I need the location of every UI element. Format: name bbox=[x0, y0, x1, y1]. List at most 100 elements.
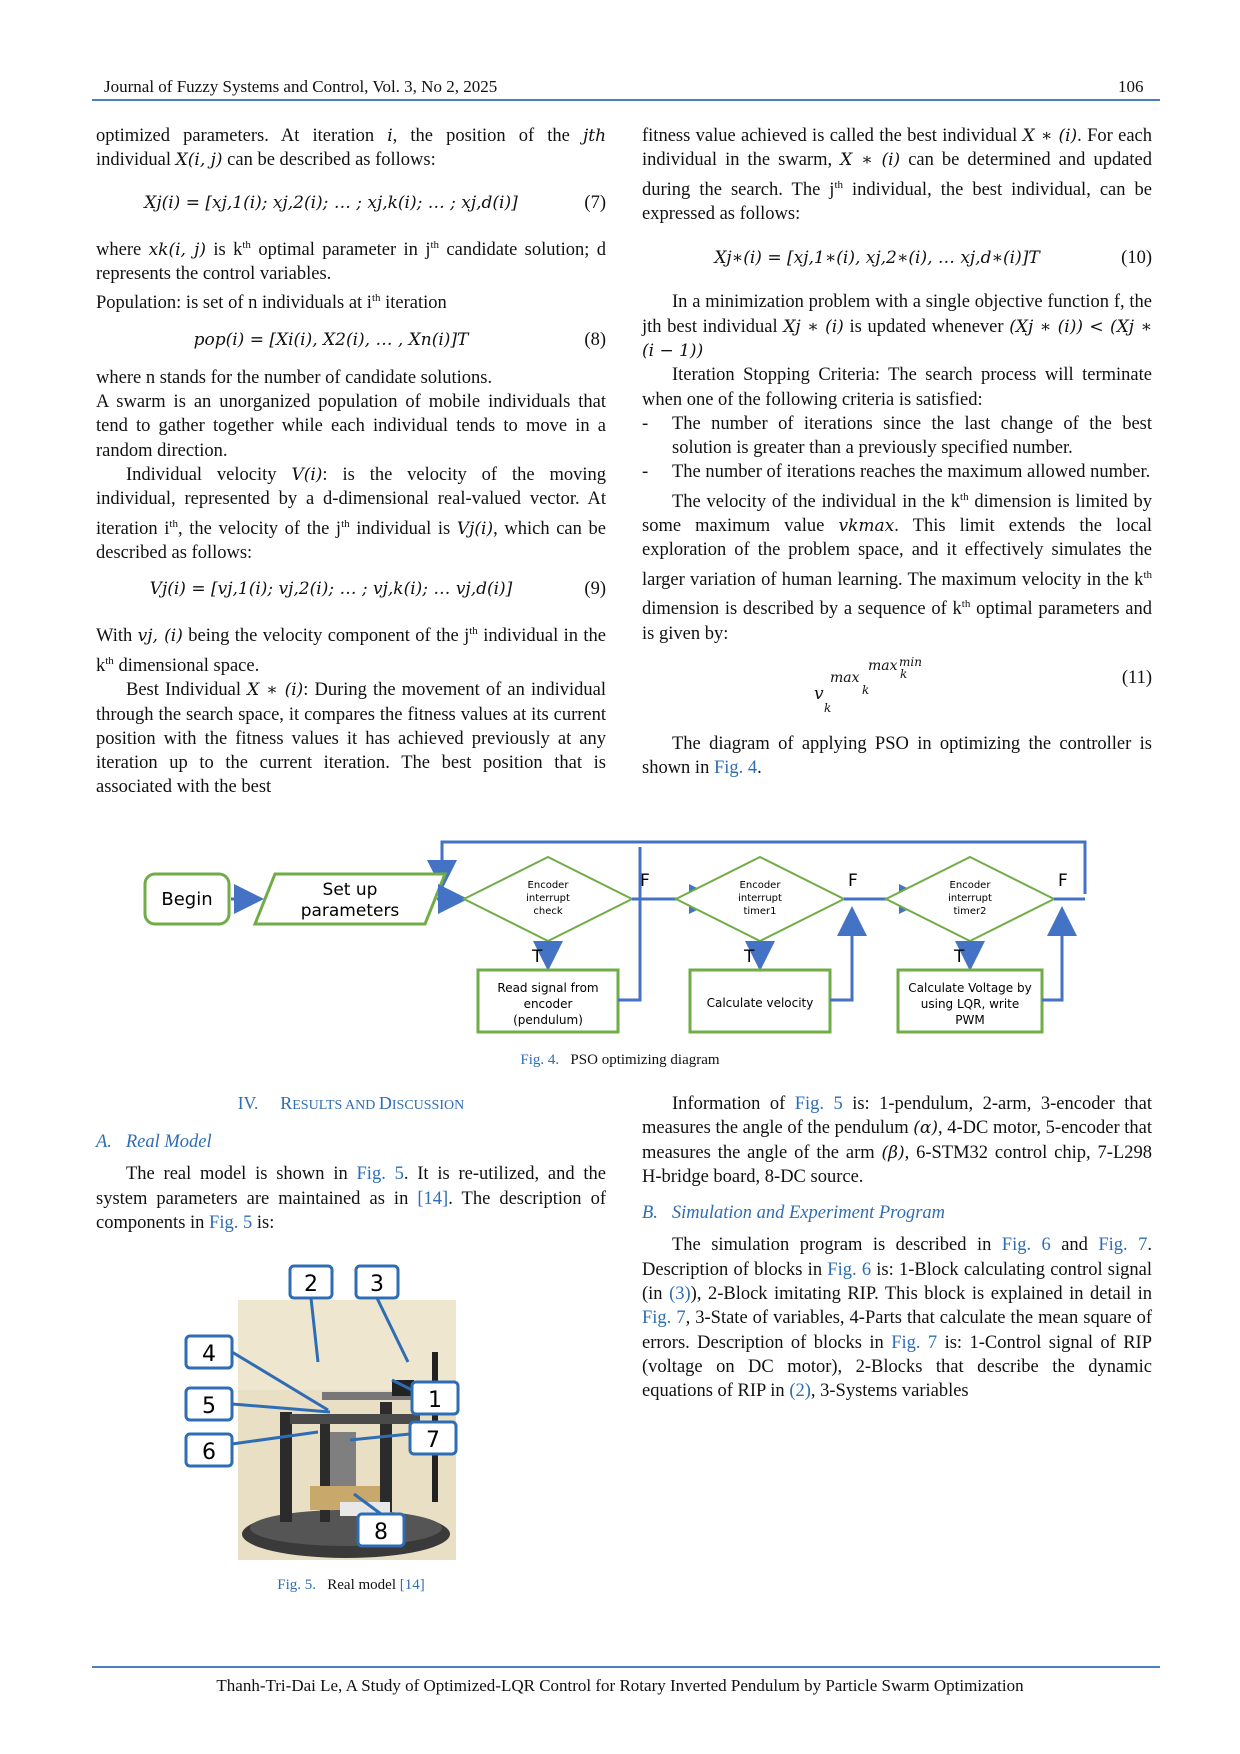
d2-text: Encoder bbox=[740, 880, 782, 891]
svg-text:2: 2 bbox=[304, 1272, 318, 1297]
true-label: T bbox=[531, 947, 543, 967]
b3-text: Calculate Voltage by bbox=[908, 981, 1031, 995]
b3-text: PWM bbox=[955, 1013, 984, 1027]
fig5-link[interactable]: Fig. 5 bbox=[209, 1212, 253, 1233]
dc-motor bbox=[330, 1432, 356, 1492]
left-paragraph-4: where n stands for the number of candida… bbox=[96, 367, 493, 388]
d2-text: interrupt bbox=[738, 893, 782, 904]
left-paragraph-2: where xk(i, j) is kth optimal parameter … bbox=[96, 238, 607, 285]
b3-text: using LQR, write bbox=[921, 997, 1020, 1011]
page-number: 106 bbox=[1118, 77, 1144, 96]
loop-back-arrow bbox=[427, 840, 1087, 894]
fig4-caption: Fig. 4. PSO optimizing diagram bbox=[520, 1052, 720, 1068]
arm bbox=[322, 1392, 442, 1400]
right-column: fitness value achieved is called the bes… bbox=[642, 124, 1152, 781]
svg-text:4: 4 bbox=[202, 1342, 216, 1367]
setup-label-2: parameters bbox=[301, 901, 400, 921]
marker-2: 2 bbox=[288, 1264, 334, 1363]
left-paragraph-8: Best Individual X ∗ (i): During the move… bbox=[96, 680, 607, 798]
svg-text:7: 7 bbox=[426, 1428, 440, 1453]
return-arrow-2 bbox=[830, 906, 867, 1002]
fig5-caption: Fig. 5. Real model [14] bbox=[277, 1577, 425, 1593]
bullet-item: -The number of iterations since the last… bbox=[642, 413, 1152, 459]
footer-rule bbox=[92, 1666, 1160, 1668]
d3-text: Encoder bbox=[950, 880, 992, 891]
journal-header: Journal of Fuzzy Systems and Control, Vo… bbox=[104, 77, 498, 96]
equation-7: Xj(i) = [xj,1(i); xj,2(i); … ; xj,k(i); … bbox=[144, 192, 606, 213]
false-label: F bbox=[640, 871, 650, 891]
subsection-heading: B. Simulation and Experiment Program bbox=[642, 1203, 946, 1224]
photo-wall bbox=[238, 1300, 456, 1390]
footer-citation: Thanh-Tri-Dai Le, A Study of Optimized-L… bbox=[216, 1676, 1024, 1695]
fig6-link[interactable]: Fig. 6 bbox=[827, 1259, 872, 1280]
marker-5: 5 bbox=[184, 1386, 331, 1422]
subsection-heading: A. Real Model bbox=[96, 1132, 212, 1152]
fig4-link[interactable]: Fig. 4 bbox=[713, 758, 758, 779]
marker-6: 6 bbox=[184, 1430, 319, 1468]
left-column: optimized parameters. At iteration i, th… bbox=[96, 124, 606, 800]
eq3-link[interactable]: (3) bbox=[669, 1284, 691, 1305]
marker-7: 7 bbox=[349, 1420, 458, 1456]
fig5-description: Information of Fig. 5 is: 1-pendulum, 2-… bbox=[642, 1094, 1153, 1187]
fig7-link[interactable]: Fig. 7 bbox=[891, 1332, 938, 1353]
section-a-text: The real model is shown in Fig. 5. It is… bbox=[96, 1164, 607, 1233]
fig5-link[interactable]: Fig. 5 bbox=[794, 1094, 843, 1114]
right-paragraph-3: Iteration Stopping Criteria: The search … bbox=[642, 365, 1152, 410]
section-a: A. Real Model The real model is shown in… bbox=[96, 1130, 606, 1235]
b1-text: encoder bbox=[524, 997, 573, 1011]
begin-label: Begin bbox=[161, 889, 212, 910]
true-label: T bbox=[743, 947, 755, 967]
d1-text: interrupt bbox=[526, 893, 570, 904]
left-paragraph-7: With vj, (i) being the velocity componen… bbox=[96, 625, 607, 676]
false-label: F bbox=[1058, 871, 1068, 891]
right-paragraph-5: The diagram of applying PSO in optimizin… bbox=[642, 733, 1152, 779]
header-rule bbox=[92, 99, 1160, 101]
eq2-link[interactable]: (2) bbox=[789, 1381, 811, 1402]
right-bottom-column: Information of Fig. 5 is: 1-pendulum, 2-… bbox=[642, 1092, 1152, 1404]
setup-parameters-box bbox=[252, 872, 448, 926]
svg-text:5: 5 bbox=[202, 1394, 216, 1419]
bullet-item: -The number of iterations reaches the ma… bbox=[642, 462, 1151, 483]
fig6-link[interactable]: Fig. 6 bbox=[1001, 1235, 1051, 1256]
setup-label-1: Set up bbox=[323, 880, 378, 900]
d1-text: Encoder bbox=[528, 880, 570, 891]
true-label: T bbox=[953, 947, 965, 967]
right-paragraph-2: In a minimization problem with a single … bbox=[642, 292, 1153, 361]
b1-text: (pendulum) bbox=[513, 1013, 583, 1027]
svg-text:3: 3 bbox=[370, 1272, 384, 1297]
return-arrow-3 bbox=[1042, 906, 1077, 1002]
simulation-description: The simulation program is described in F… bbox=[642, 1235, 1153, 1402]
marker-1: 1 bbox=[391, 1378, 460, 1416]
b1-text: Read signal from bbox=[497, 981, 598, 995]
d3-text: interrupt bbox=[948, 893, 992, 904]
support-rod bbox=[380, 1402, 392, 1512]
equation-8: pop(i) = [Xi(i), X2(i), … , Xn(i)]T(8) bbox=[193, 329, 606, 350]
fig7-link[interactable]: Fig. 7 bbox=[1098, 1235, 1148, 1256]
calculate-voltage-box bbox=[896, 968, 1044, 1034]
left-paragraph-6: Individual velocity V(i): is the velocit… bbox=[96, 464, 607, 564]
marker-3: 3 bbox=[354, 1264, 410, 1363]
d3-text: timer2 bbox=[953, 906, 986, 917]
false-label: F bbox=[848, 871, 858, 891]
left-paragraph-5: A swarm is an unorganized population of … bbox=[96, 392, 606, 461]
real-model-photo: 2 3 4 1 5 6 7 8 bbox=[184, 1264, 460, 1560]
left-paragraph-3: Population: is set of n individuals at i… bbox=[96, 292, 447, 314]
equation-10: Xj∗(i) = [xj,1∗(i), xj,2∗(i), … xj,d∗(i)… bbox=[714, 248, 1152, 269]
svg-text:6: 6 bbox=[202, 1440, 216, 1465]
marker-4: 4 bbox=[184, 1334, 329, 1412]
begin-box bbox=[143, 872, 231, 926]
ref-link[interactable]: [14] bbox=[417, 1188, 449, 1209]
section-heading: IV. RESULTS AND DISCUSSION bbox=[237, 1093, 465, 1113]
calculate-velocity-box bbox=[688, 968, 832, 1034]
read-signal-box bbox=[476, 968, 620, 1034]
marker-8: 8 bbox=[353, 1492, 406, 1548]
top-plate bbox=[290, 1414, 420, 1424]
fig5-link[interactable]: Fig. 5 bbox=[356, 1164, 404, 1185]
b2-text: Calculate velocity bbox=[707, 996, 814, 1010]
right-paragraph-1: fitness value achieved is called the bes… bbox=[642, 126, 1153, 225]
equation-11: max min k max k v k (11) bbox=[814, 654, 1152, 715]
d2-text: timer1 bbox=[743, 906, 776, 917]
return-arrow-1 bbox=[618, 847, 642, 1002]
fig7-link[interactable]: Fig. 7 bbox=[642, 1308, 686, 1329]
right-paragraph-4: The velocity of the individual in the kt… bbox=[642, 490, 1153, 644]
